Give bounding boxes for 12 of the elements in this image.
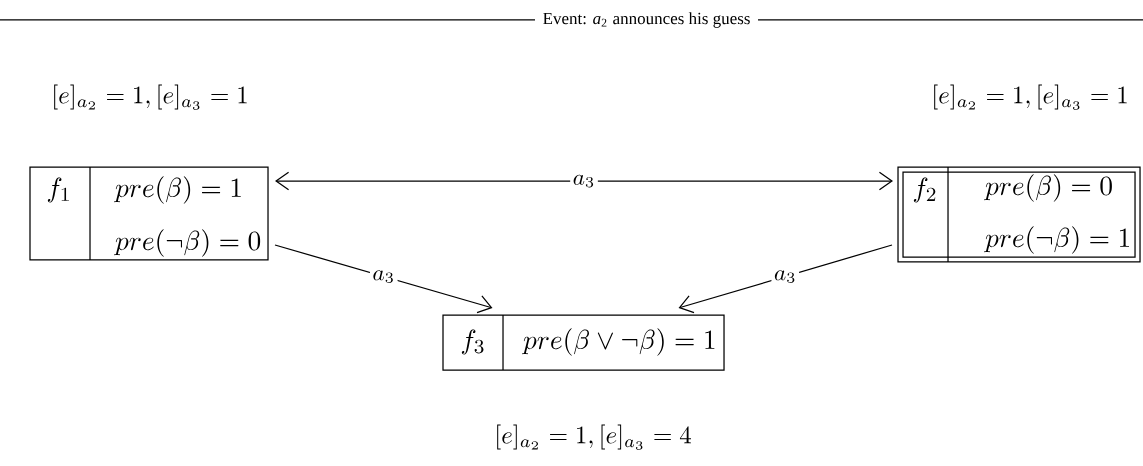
event-box: $f_2$ $pre(\beta) = 0$ $pre(\neg\beta) = 1$: [897, 166, 1141, 263]
event-box: $f_3$ $pre(\beta \vee \neg\beta) = 1$: [442, 314, 725, 371]
heading: Event: a$_{2}$ announces his guess: [543, 12, 750, 28]
precondition-label: $[e]_{a_2} = 1, [e]_{a_3} = 1$: [934, 84, 1127, 110]
arrow: [678, 244, 893, 314]
precondition-label: $[e]_{a_2} = 1, [e]_{a_3} = 1$: [54, 84, 247, 110]
edge-label: $a_3$: [369, 267, 398, 286]
precondition-label: $[e]_{a_2} = 1, [e]_{a_3} = 4$: [497, 424, 691, 450]
event-box: $f_1$ $pre(\beta) = 1$ $pre(\neg\beta) = 0$: [29, 166, 269, 261]
edge-label: $a_3$: [570, 172, 598, 190]
edge-label: $a_3$: [771, 267, 800, 286]
arrow: [275, 171, 893, 191]
